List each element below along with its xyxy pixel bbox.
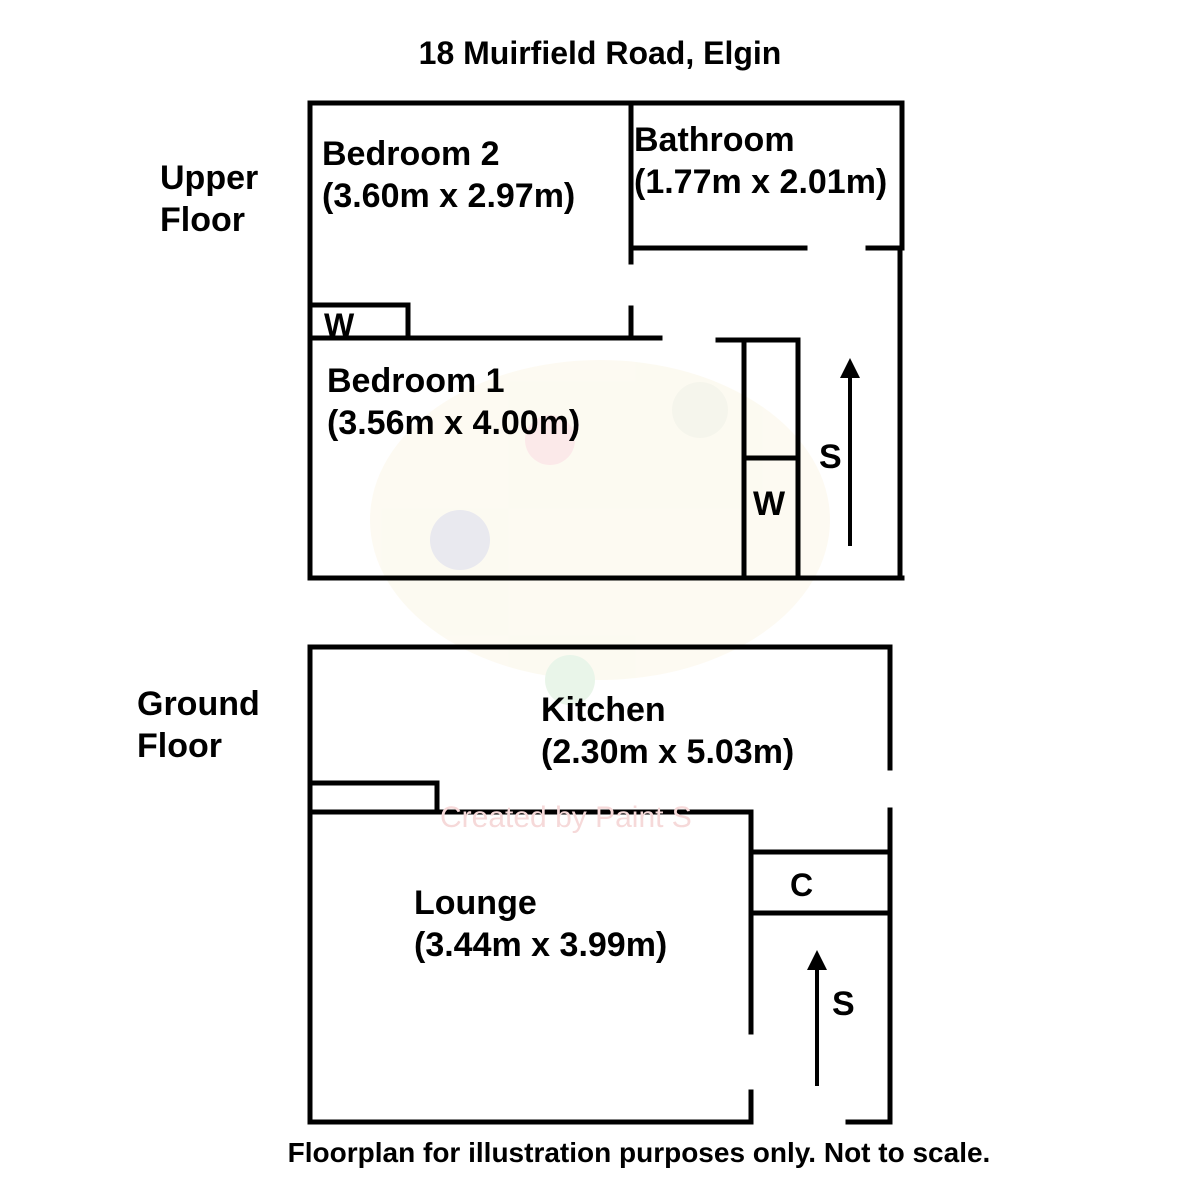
watermark-text: Created by Paint S — [440, 801, 692, 834]
ground-floor-label-line2: Floor — [137, 727, 222, 765]
upper-floor-walls — [307, 100, 905, 581]
kitchen-size: (2.30m x 5.03m) — [541, 733, 795, 771]
ground-stairs-label: S — [832, 985, 855, 1023]
upper-stairs-label: S — [819, 438, 842, 476]
bedroom1-name: Bedroom 1 — [327, 362, 505, 400]
disclaimer-text: Floorplan for illustration purposes only… — [287, 1137, 991, 1168]
cupboard-label: C — [790, 867, 814, 903]
ground-floor-label-line1: Ground — [137, 685, 260, 723]
logo-watermark — [370, 360, 830, 705]
upper-floor-label-line1: Upper — [160, 159, 259, 197]
bathroom-size: (1.77m x 2.01m) — [634, 163, 888, 201]
bedroom2-name: Bedroom 2 — [322, 135, 500, 173]
upper-stairs-arrow — [840, 358, 860, 546]
page-title: 18 Muirfield Road, Elgin — [418, 35, 782, 71]
wardrobe-label-bedroom2: W — [324, 307, 355, 343]
bathroom-name: Bathroom — [634, 121, 795, 159]
bedroom2-size: (3.60m x 2.97m) — [322, 177, 576, 215]
lounge-size: (3.44m x 3.99m) — [414, 926, 668, 964]
wardrobe-label-bedroom1: W — [753, 485, 786, 523]
bedroom1-size: (3.56m x 4.00m) — [327, 404, 581, 442]
upper-floor-label-line2: Floor — [160, 201, 245, 239]
ground-stairs-arrow — [807, 950, 827, 1086]
lounge-name: Lounge — [414, 884, 537, 922]
ground-floor-walls — [307, 644, 893, 1125]
kitchen-name: Kitchen — [541, 691, 666, 729]
